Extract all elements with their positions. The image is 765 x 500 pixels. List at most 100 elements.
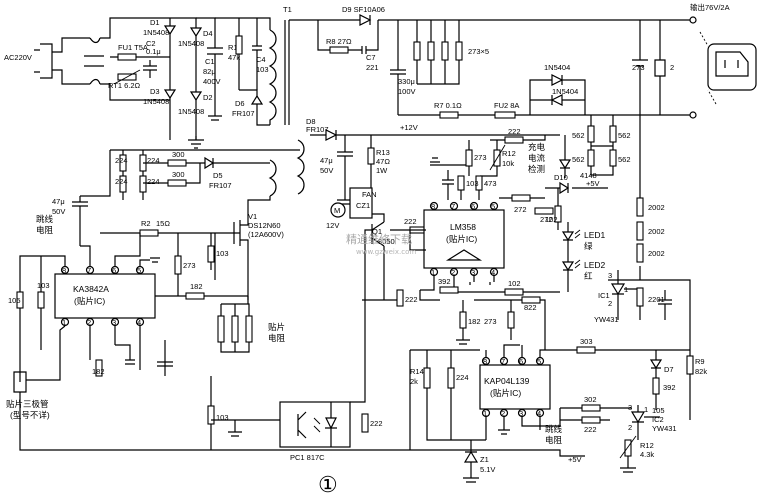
fan-section: D8 FR107 +12V 47μ 50V R13 47Ω 1W FAN CZ1… bbox=[296, 117, 560, 307]
z1-value: 5.1V bbox=[480, 465, 495, 474]
resistor-2201 bbox=[636, 287, 644, 307]
voltage-reference-section: 2002 2002 2002 3 1 2 IC1 YW431 2201 303 … bbox=[560, 115, 707, 473]
resistor-r12b bbox=[624, 439, 632, 457]
aux-supply-section: 224 224 224 224 300 300 D5 FR107 47μ 50V… bbox=[36, 149, 300, 246]
r2002a-label: 2002 bbox=[648, 203, 665, 212]
resistor-562b bbox=[609, 125, 617, 143]
ic1-pin3: 3 bbox=[608, 271, 612, 280]
c1-label: C1 bbox=[205, 57, 215, 66]
kap-pkg: (贴片IC) bbox=[490, 388, 521, 398]
lm358-part: LM358 bbox=[450, 222, 476, 232]
led1-icon bbox=[561, 231, 575, 242]
r562b-label: 562 bbox=[618, 131, 631, 140]
resistor-r1 bbox=[235, 35, 243, 55]
resistor-392a bbox=[439, 286, 459, 294]
charge-indicator-diode bbox=[558, 159, 572, 170]
r224a-label: 224 bbox=[115, 156, 128, 165]
resistor-r2 bbox=[139, 229, 159, 237]
led1-label: LED1 bbox=[584, 230, 606, 240]
mains-input: AC220V FU1 T5A RT1 6.2Ω C2 0.1μ D1 1N540… bbox=[4, 17, 223, 149]
resistor-103c bbox=[207, 405, 215, 425]
zener-z1 bbox=[463, 450, 479, 463]
plus5b-label: +5V bbox=[568, 455, 582, 464]
kap-pin3: 3 bbox=[519, 409, 523, 418]
d1-part: 1N5408 bbox=[143, 28, 169, 37]
fan-motor-label: M bbox=[334, 206, 340, 215]
ic1-pin1: 1 bbox=[624, 285, 628, 294]
fan-connector-cz1 bbox=[349, 187, 373, 219]
jumper2-line1: 跳线 bbox=[545, 424, 563, 434]
r273b-label: 273 bbox=[474, 153, 487, 162]
r9-value: 82k bbox=[695, 367, 707, 376]
pc1-label: PC1 817C bbox=[290, 453, 325, 462]
resistor-224d bbox=[139, 175, 147, 193]
kap-pin5: 5 bbox=[537, 357, 541, 366]
r103b-label: 103 bbox=[37, 281, 50, 290]
d7-label: D7 bbox=[664, 365, 674, 374]
r13-power: 1W bbox=[376, 166, 388, 175]
plug-icon bbox=[34, 43, 53, 79]
kap-pins: 8 7 6 5 1 2 3 4 bbox=[481, 356, 545, 418]
ka-pin8: 8 bbox=[62, 266, 66, 275]
r300b-label: 300 bbox=[172, 170, 185, 179]
lm358-opamp-icon bbox=[445, 249, 483, 261]
ka3842-pkg: (贴片IC) bbox=[74, 296, 105, 306]
ic2-part: YW431 bbox=[652, 424, 677, 433]
r224d-label: 224 bbox=[147, 177, 160, 186]
ka-pin4: 4 bbox=[137, 318, 141, 327]
c4-value: 103 bbox=[256, 65, 269, 74]
resistor-300a bbox=[167, 159, 187, 167]
output-section: D9 SF10A06 R8 27Ω C7 221 330μ 100V 273×5… bbox=[289, 2, 757, 119]
resistor-182c bbox=[459, 311, 467, 329]
cz1-label: CZ1 bbox=[356, 201, 370, 210]
resistor-103a bbox=[207, 245, 215, 263]
jumper2-line2: 电阻 bbox=[545, 435, 563, 445]
resistor-392b bbox=[652, 377, 660, 395]
lm358-pkg: (贴片IC) bbox=[446, 234, 477, 244]
r222-top-label: 222 bbox=[404, 217, 417, 226]
resistor-182a bbox=[185, 292, 205, 300]
c1-value: 82μ bbox=[203, 67, 216, 76]
z1-label: Z1 bbox=[480, 455, 489, 464]
resistor-222-mid bbox=[396, 289, 404, 307]
transistor-note-line2: (型号不详) bbox=[10, 410, 50, 420]
thermistor-rt1-label: RT1 6.2Ω bbox=[108, 81, 141, 90]
kap-pin8: 8 bbox=[483, 357, 487, 366]
r303-label: 303 bbox=[580, 337, 593, 346]
resistor-r13 bbox=[367, 147, 375, 165]
c4-label: C4 bbox=[256, 55, 266, 64]
d6-part: FR107 bbox=[232, 109, 255, 118]
d8-part: FR107 bbox=[306, 125, 329, 134]
lm-pin1: 1 bbox=[431, 268, 435, 277]
r222b-label: 222 bbox=[508, 127, 521, 136]
r392b-label: 392 bbox=[663, 383, 676, 392]
smd-transistor-icon bbox=[13, 345, 27, 393]
r272a-label: 272 bbox=[514, 205, 527, 214]
r300a-label: 300 bbox=[172, 150, 185, 159]
r103d-label: 103 bbox=[466, 179, 479, 188]
d9-label: D9 SF10A06 bbox=[342, 5, 385, 14]
resistor-r8 bbox=[329, 46, 349, 54]
kap-part: KAP04L139 bbox=[484, 376, 530, 386]
lm-pin4: 4 bbox=[491, 268, 495, 277]
output-cap: 2 bbox=[670, 63, 674, 72]
r822-label: 822 bbox=[524, 303, 537, 312]
output-socket-icon bbox=[707, 43, 757, 91]
aux-cap-value: 47μ bbox=[52, 197, 65, 206]
led2-label: LED2 bbox=[584, 260, 606, 270]
ground-icon bbox=[188, 136, 204, 149]
c2-value: 0.1μ bbox=[146, 47, 161, 56]
ka3842-pins: 8 7 6 5 1 2 3 4 bbox=[60, 265, 145, 327]
c2-label: C2 bbox=[146, 39, 156, 48]
diode-d4 bbox=[189, 27, 203, 38]
r222-opto-label: 222 bbox=[370, 419, 383, 428]
kap-pin4: 4 bbox=[537, 409, 541, 418]
d3-part: 1N5408 bbox=[143, 97, 169, 106]
d1n5404-bottom: 1N5404 bbox=[552, 87, 578, 96]
resistor-562c bbox=[587, 149, 595, 167]
fan-cap-voltage: 50V bbox=[320, 166, 333, 175]
c7-value: 221 bbox=[366, 63, 379, 72]
v1-rating: (12A600V) bbox=[248, 230, 284, 239]
out-cap-voltage: 100V bbox=[398, 87, 416, 96]
d3-label: D3 bbox=[150, 87, 160, 96]
